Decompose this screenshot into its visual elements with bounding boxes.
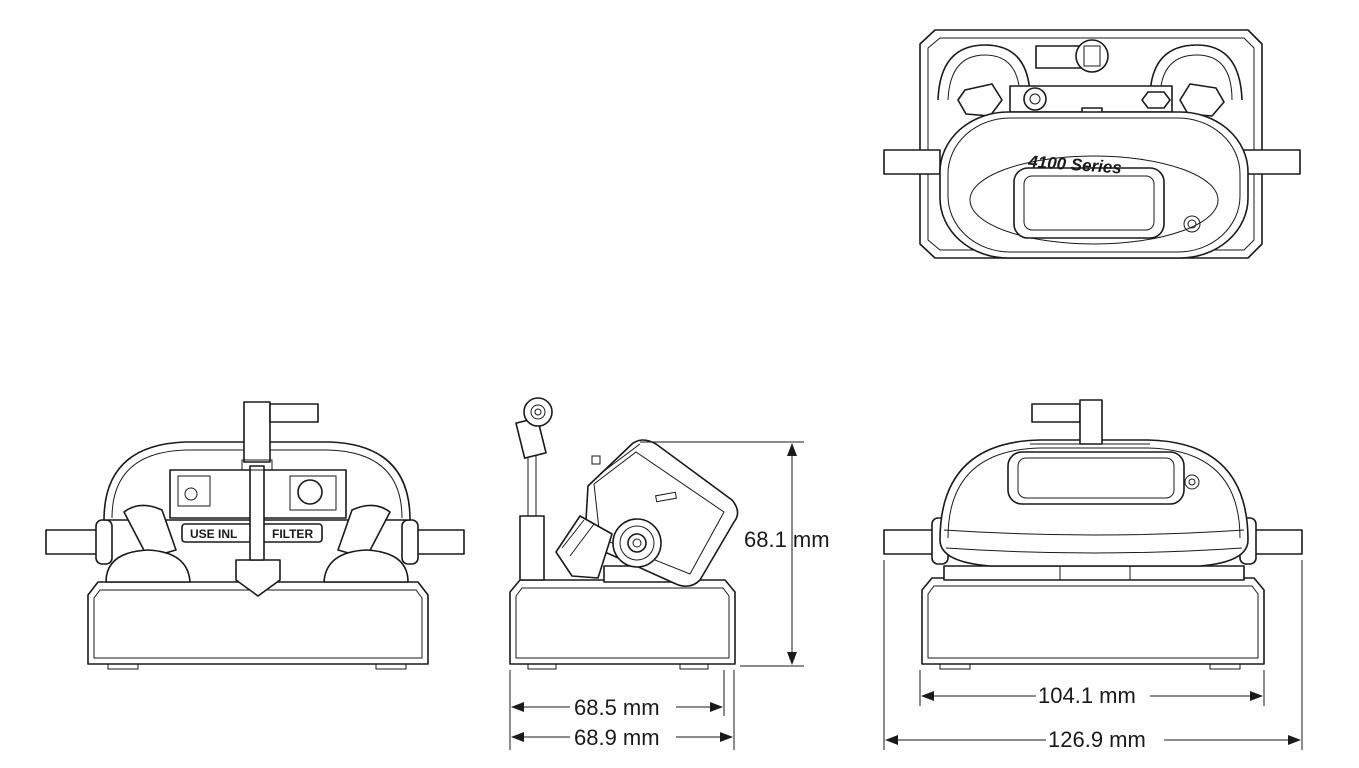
front-label-left: USE INL bbox=[190, 527, 237, 541]
dim-back-width-inner: 104.1 mm bbox=[1038, 683, 1136, 708]
top-view: 4100 Series bbox=[883, 29, 1301, 259]
dim-side-depth-outer: 68.9 mm bbox=[574, 725, 660, 750]
dim-side-height: 68.1 mm bbox=[744, 527, 830, 552]
back-view bbox=[883, 399, 1303, 670]
front-view: USE INL FILTER bbox=[45, 401, 465, 670]
dimension-lines bbox=[509, 441, 1303, 750]
dim-side-depth-inner: 68.5 mm bbox=[574, 695, 660, 720]
side-view bbox=[509, 397, 739, 670]
front-label-right: FILTER bbox=[272, 527, 313, 541]
dim-back-width-outer: 126.9 mm bbox=[1048, 727, 1146, 752]
